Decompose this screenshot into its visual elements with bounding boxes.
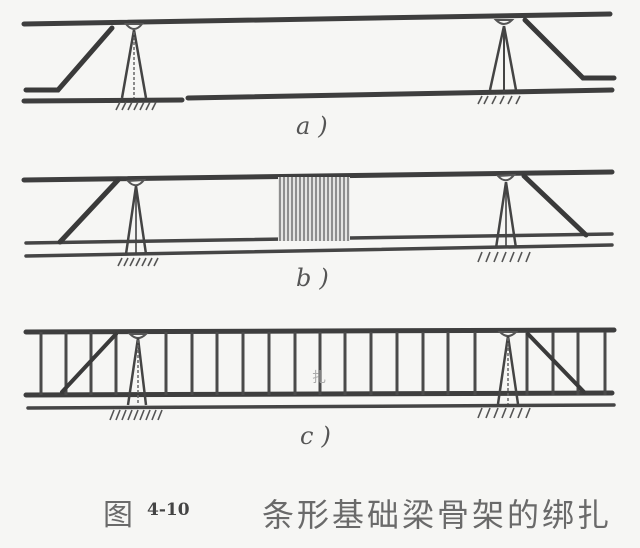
bottom-longitudinal-bar <box>21 87 615 104</box>
bottom-longitudinal-bar <box>24 243 614 258</box>
tripod-stand-left <box>109 333 163 421</box>
right-diagonal-brace <box>526 332 586 394</box>
panel-a-drawing <box>21 11 617 111</box>
panel-label-a: a) <box>296 112 336 140</box>
stirrups <box>39 332 607 395</box>
panel-label-c: c) <box>300 422 339 450</box>
bottom-longitudinal-bar <box>26 403 616 410</box>
left-bent-bar <box>23 25 115 93</box>
figure-prefix: 图 <box>103 498 133 533</box>
tripod-stand-left <box>117 178 159 267</box>
top-longitudinal-bar <box>23 327 617 335</box>
tripod-stand-left <box>115 23 157 111</box>
right-diagonal-brace <box>521 173 589 238</box>
right-bent-bar <box>522 17 617 81</box>
figure-number: 4-10 <box>147 500 190 520</box>
figure-caption: 图 4-10 条形基础梁骨架的绑扎 <box>0 490 640 534</box>
left-diagonal-brace <box>60 332 118 394</box>
left-diagonal-brace <box>57 177 121 245</box>
panel-label-b: b) <box>296 264 337 292</box>
tripod-stand-right <box>477 173 531 263</box>
panel-c-drawing: 扎 <box>23 327 617 421</box>
top-longitudinal-bar <box>21 11 613 27</box>
figure-title: 条形基础梁骨架的绑扎 <box>262 496 613 534</box>
svg-text:扎: 扎 <box>312 370 326 386</box>
tripod-stand-right <box>477 331 531 419</box>
stirrup-cluster <box>278 177 350 241</box>
tripod-stand-right <box>477 19 521 105</box>
top-longitudinal-bar <box>21 169 615 183</box>
panel-b-drawing <box>21 169 615 267</box>
